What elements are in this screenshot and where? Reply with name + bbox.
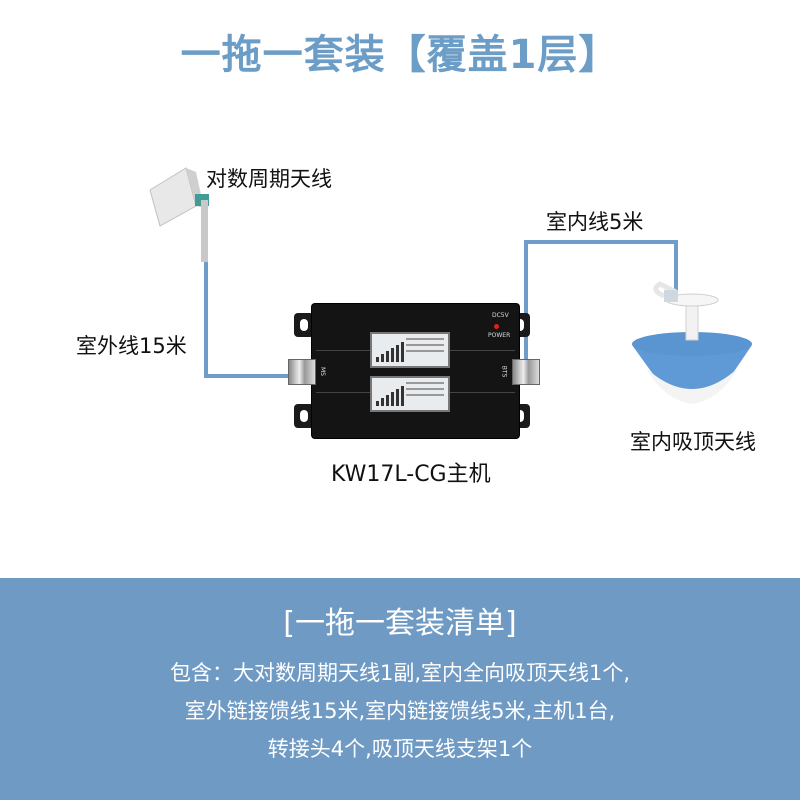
mount-ear — [294, 404, 314, 428]
power-label: POWER — [488, 332, 511, 339]
power-led-icon — [494, 324, 499, 329]
package-heading: [一拖一套装清单] — [283, 606, 517, 641]
port-label-right: BTS — [500, 365, 508, 378]
yagi-antenna-label: 对数周期天线 — [206, 167, 332, 191]
package-line: 转接头4个,吸顶天线支架1个 — [267, 737, 533, 761]
host-label: KW17L-CG主机 — [331, 462, 491, 487]
indoor-cable — [524, 240, 678, 372]
log-periodic-antenna-icon — [149, 167, 209, 262]
connector-icon — [288, 359, 316, 385]
outdoor-cable — [204, 250, 290, 378]
diagram-graphics — [149, 167, 752, 404]
package-list-panel: [一拖一套装清单] 包含：大对数周期天线1副,室内全向吸顶天线1个, 室外链接馈… — [0, 578, 800, 800]
signal-bars-icon — [376, 342, 404, 362]
signal-display — [370, 332, 450, 368]
connector-icon — [512, 359, 540, 385]
dc-label: DC5V — [492, 312, 509, 319]
outdoor-cable-label: 室外线15米 — [76, 334, 187, 358]
page-title: 一拖一套装【覆盖1层】 — [180, 32, 620, 78]
indoor-cable-label: 室内线5米 — [546, 210, 644, 234]
booster-host-device: DC5V POWER MS BTS — [312, 304, 519, 438]
ceiling-antenna-label: 室内吸顶天线 — [630, 430, 756, 454]
signal-display — [370, 376, 450, 412]
package-line: 包含：大对数周期天线1副,室内全向吸顶天线1个, — [169, 661, 631, 685]
package-line: 室外链接馈线15米,室内链接馈线5米,主机1台, — [184, 699, 616, 723]
port-label-left: MS — [319, 367, 326, 376]
mount-ear — [294, 313, 314, 337]
signal-bars-icon — [376, 386, 404, 406]
ceiling-antenna-icon — [632, 281, 752, 404]
package-contents: 包含：大对数周期天线1副,室内全向吸顶天线1个, 室外链接馈线15米,室内链接馈… — [100, 654, 700, 768]
